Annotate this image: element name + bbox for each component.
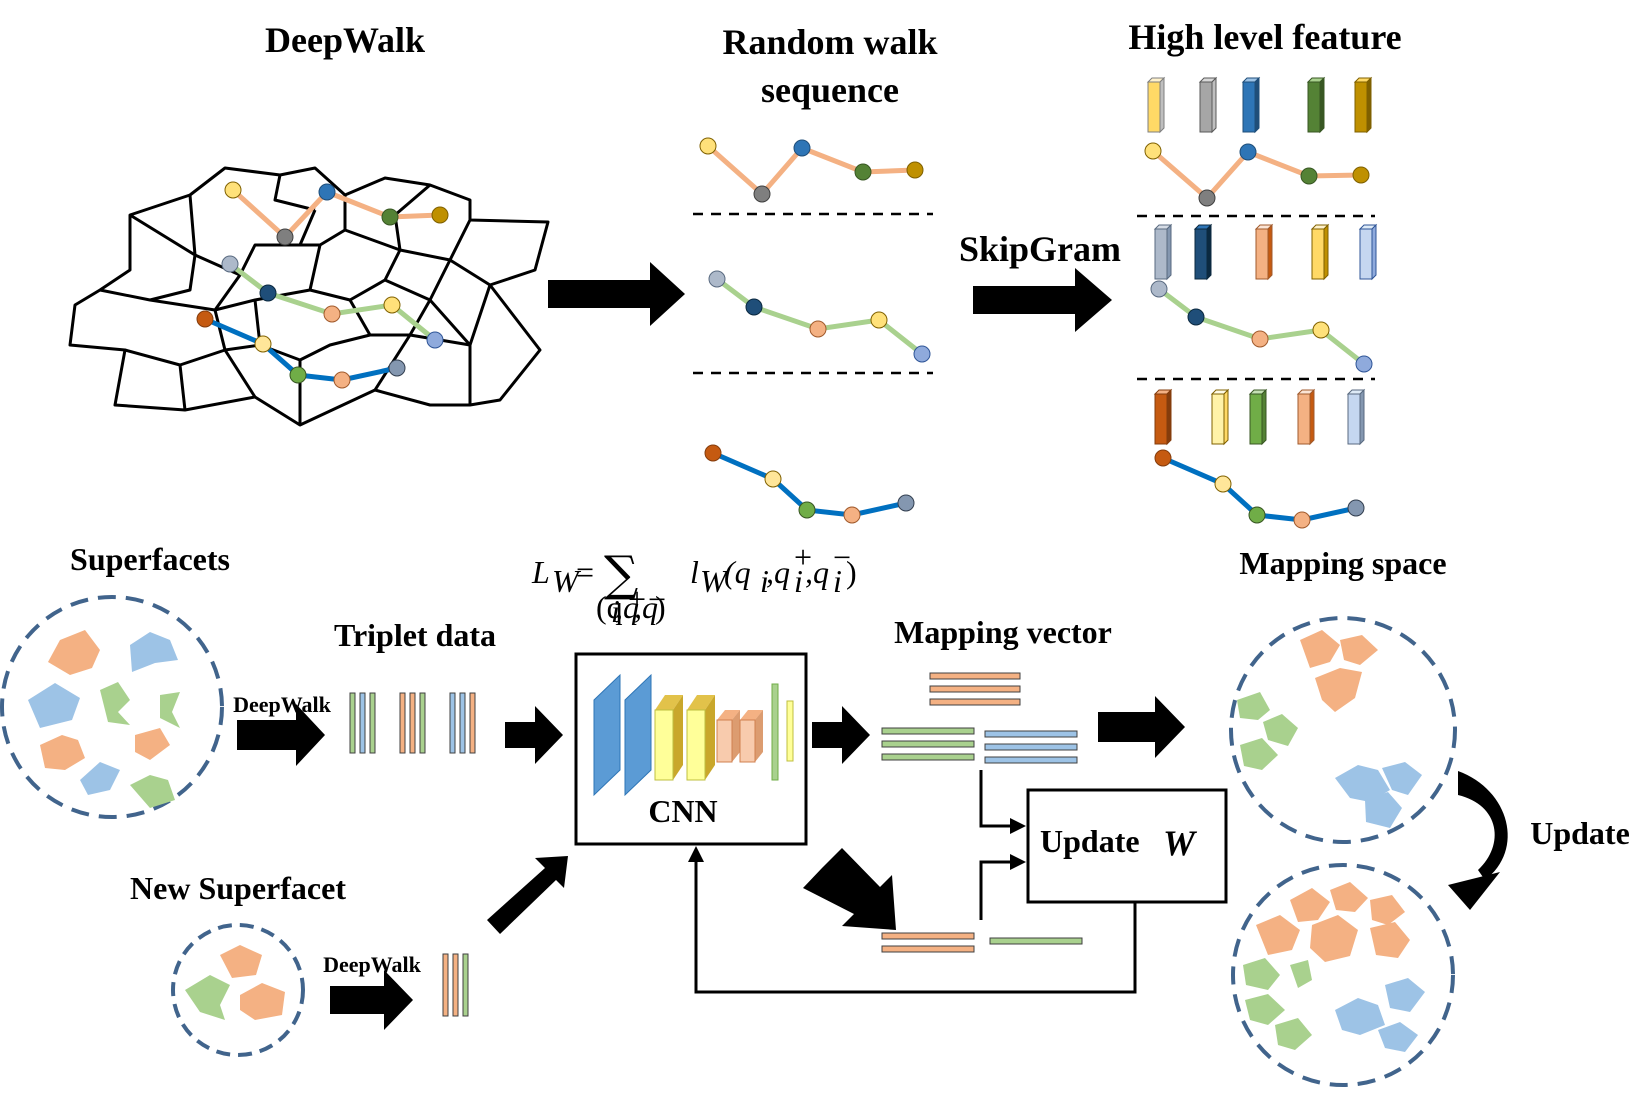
mapping-space-circle-top — [1229, 616, 1457, 844]
arrow-new-to-bars — [330, 970, 413, 1030]
random-walk-title-line1: Random walk — [722, 22, 937, 62]
mapping-vector-label: Mapping vector — [894, 614, 1112, 650]
graph-walk-green — [221, 255, 444, 349]
mapping-space-label: Mapping space — [1239, 545, 1446, 581]
arrowhead-update-top — [1010, 818, 1026, 834]
arrowhead-to-cnn — [688, 846, 704, 862]
sequence-3 — [704, 444, 915, 524]
cnn-label: CNN — [648, 793, 717, 829]
arrowhead-update-bottom — [1010, 854, 1026, 870]
svg-text:,q: ,q — [615, 589, 639, 625]
update-w-box — [1026, 788, 1228, 904]
superfacets-label: Superfacets — [70, 541, 230, 577]
arrow-triplet-to-cnn — [505, 706, 563, 764]
svg-text:,q: ,q — [805, 554, 829, 590]
high-level-feature-title: High level feature — [1128, 17, 1401, 57]
arrow-skipgram — [973, 268, 1112, 332]
arrow-superfacets-to-triplet — [237, 704, 325, 766]
svg-text:i: i — [611, 593, 620, 629]
feature-walk-2 — [1150, 280, 1373, 373]
update-connectors — [694, 770, 1137, 994]
deepwalk-small-label-1: DeepWalk — [233, 692, 332, 717]
svg-text:i: i — [760, 563, 769, 599]
graph-mesh — [68, 166, 550, 427]
svg-text:−: − — [648, 581, 666, 617]
arrow-graph-to-sequence — [548, 262, 685, 326]
feature-bars-1 — [1146, 76, 1373, 134]
cnn-layers — [593, 673, 794, 797]
loss-formula: L W = ∑ l W (q i ,q + i ,q − i ) (q i ,q… — [531, 539, 857, 629]
new-superfacet-label: New Superfacet — [130, 870, 346, 906]
svg-text:L: L — [531, 554, 550, 590]
svg-text:,q: ,q — [634, 589, 658, 625]
graph-walk-blue — [196, 310, 406, 389]
arrow-new-to-cnn — [487, 856, 568, 934]
new-superfacet-circle — [171, 923, 305, 1057]
update-curved-arrowhead — [1448, 872, 1500, 910]
feature-walk-1 — [1144, 142, 1370, 207]
svg-text:∑: ∑ — [604, 546, 638, 602]
graph-walk-orange — [224, 181, 449, 246]
arrow-mapping-to-space — [1098, 696, 1185, 758]
svg-text:−: − — [833, 539, 851, 575]
svg-text:W: W — [552, 563, 582, 599]
svg-text:+: + — [794, 539, 812, 575]
triplet-bars — [349, 692, 476, 754]
random-walk-title-line2: sequence — [761, 70, 899, 110]
superfacets-circle — [0, 595, 224, 819]
svg-text:,q: ,q — [766, 554, 790, 590]
update-label: Update — [1530, 815, 1630, 851]
deepwalk-title: DeepWalk — [265, 20, 425, 60]
mapping-vectors-new — [881, 932, 1083, 953]
svg-text:(q: (q — [596, 589, 623, 625]
mapping-vectors-top — [881, 672, 1078, 764]
svg-text:(q: (q — [724, 554, 751, 590]
svg-text:+: + — [628, 581, 646, 617]
deepwalk-small-label-2: DeepWalk — [323, 952, 422, 977]
mapping-space-circle-bottom — [1231, 863, 1455, 1087]
feature-bars-2 — [1153, 223, 1378, 281]
feature-bars-3 — [1153, 388, 1366, 446]
svg-text:i: i — [833, 563, 842, 599]
svg-text:i: i — [794, 563, 803, 599]
triplet-data-label: Triplet data — [334, 617, 496, 653]
feature-walk-3 — [1154, 449, 1365, 529]
svg-text:=: = — [576, 554, 594, 590]
arrow-cnn-to-mapping — [812, 706, 870, 764]
update-w-symbol: W — [1163, 823, 1198, 863]
update-w-prefix: Update — [1040, 823, 1140, 859]
new-superfacet-bars — [442, 953, 469, 1017]
update-curved-arrow — [1458, 771, 1508, 880]
arrow-cnn-to-new-mapping — [803, 848, 896, 930]
sequence-2 — [708, 270, 931, 363]
svg-text:): ) — [846, 554, 857, 590]
sequence-1 — [699, 137, 924, 203]
skipgram-label: SkipGram — [959, 229, 1121, 269]
svg-text:W: W — [700, 563, 730, 599]
svg-text:l: l — [690, 554, 699, 590]
svg-text:): ) — [655, 589, 666, 625]
